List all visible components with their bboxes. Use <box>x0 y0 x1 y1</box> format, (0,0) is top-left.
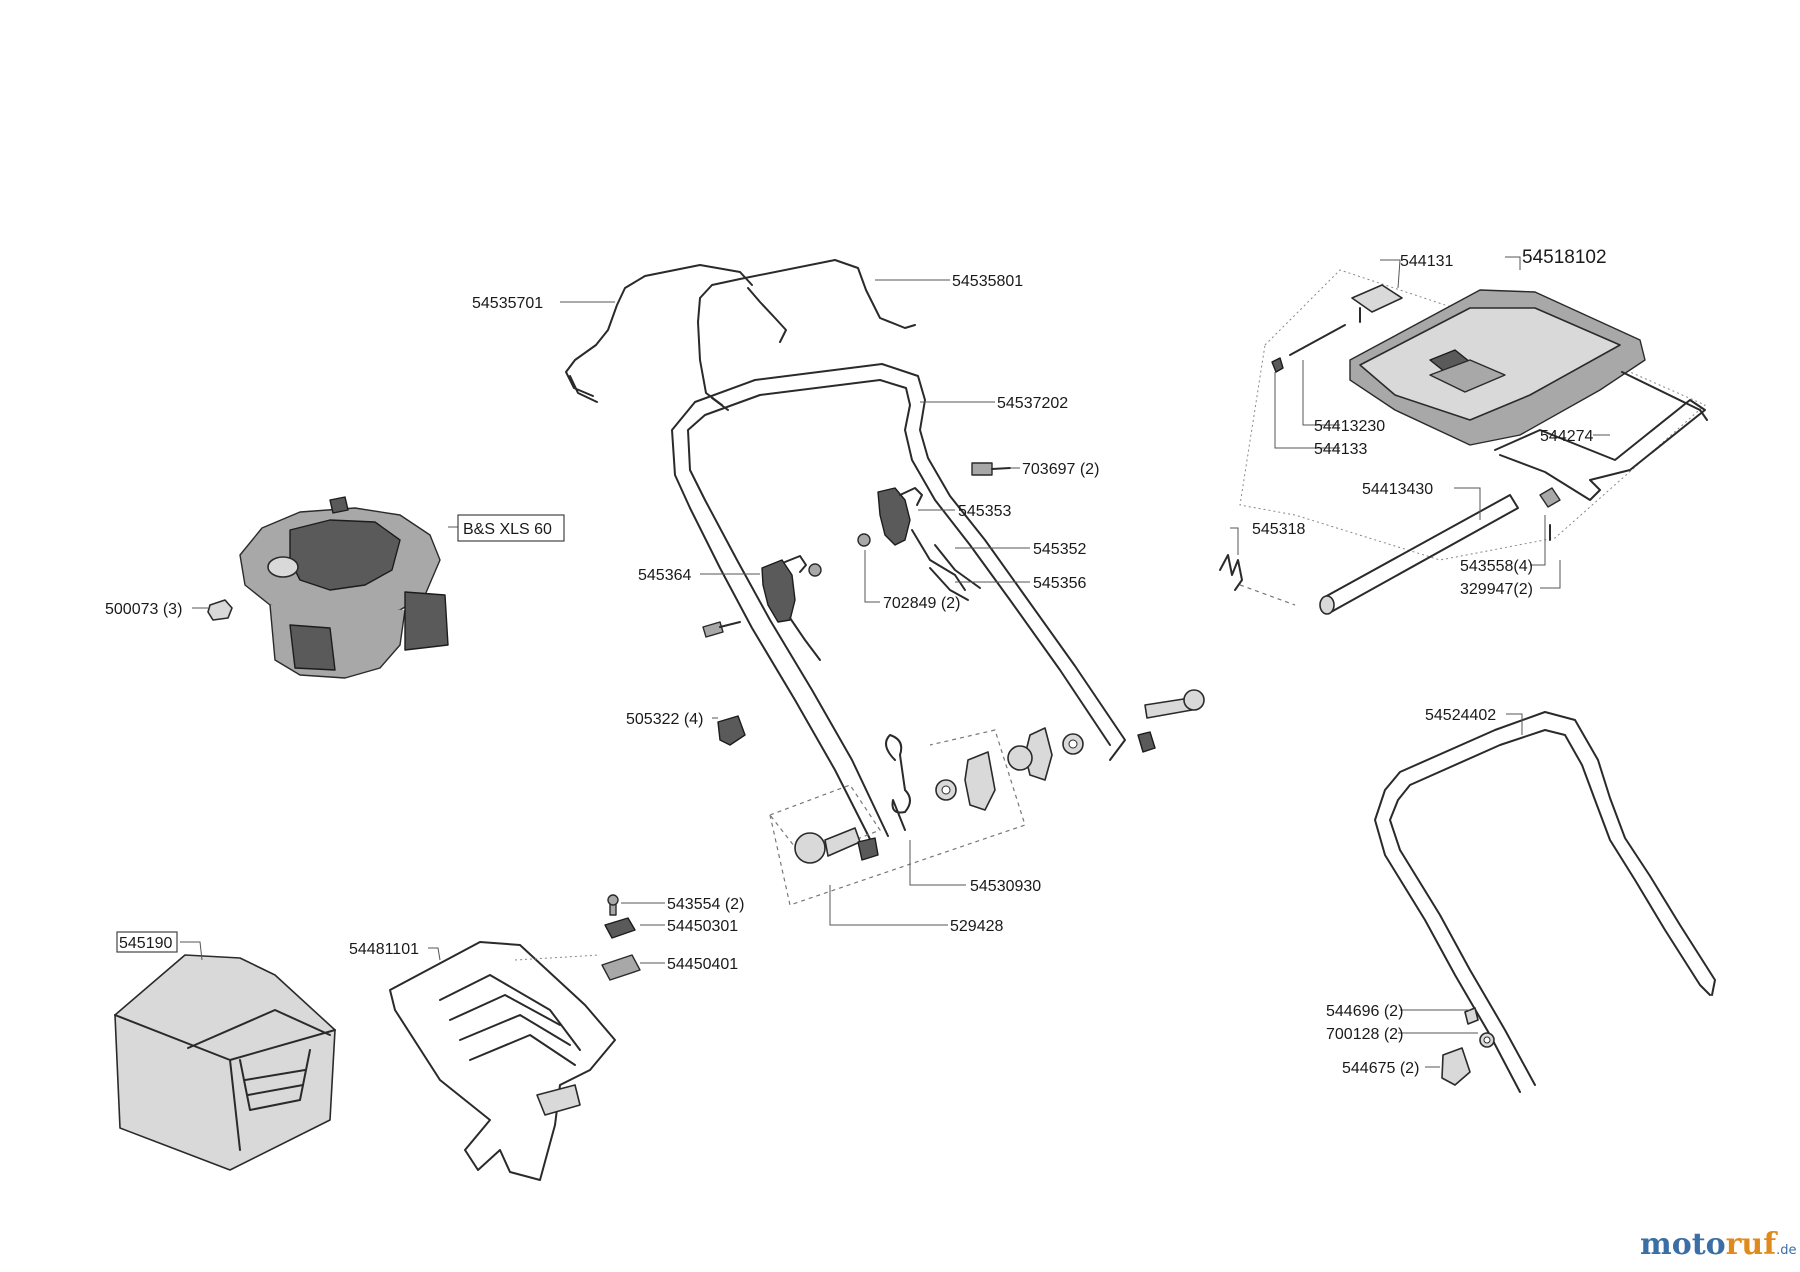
label-lever-545364: 545364 <box>638 567 691 584</box>
part-labels: 54535701 54535801 54537202 703697 (2) 54… <box>105 247 1607 1077</box>
pad-54450301-drawing <box>604 917 636 939</box>
label-axle-54413430: 54413430 <box>1362 481 1433 498</box>
label-engine: B&S XLS 60 <box>463 521 552 538</box>
label-upper-handle: 54537202 <box>997 395 1068 412</box>
leader-lines <box>180 256 1610 1068</box>
grass-bag-label-box <box>116 931 178 953</box>
motoruf-logo: motoruf.de <box>1640 1227 1797 1262</box>
label-grab-bar-left: 54535701 <box>472 295 543 312</box>
rear-cover-assembly <box>1219 269 1708 615</box>
label-knob-544675: 544675 (2) <box>1342 1060 1419 1077</box>
label-screw-329947: 329947(2) <box>1460 581 1533 598</box>
label-screw-703697: 703697 (2) <box>1022 461 1099 478</box>
grab-bar-right-drawing <box>697 259 916 406</box>
label-spring-545318: 545318 <box>1252 521 1305 538</box>
engine-assembly <box>207 496 449 679</box>
label-grab-bar-right: 54535801 <box>952 273 1023 290</box>
fastener-kit <box>717 689 1205 906</box>
label-screw-543558: 543558(4) <box>1460 558 1533 575</box>
label-pad-54450401: 54450401 <box>667 956 738 973</box>
logo-part-2: ruf <box>1726 1227 1779 1262</box>
upper-handle-drawing <box>687 379 1111 837</box>
label-kit-54530930: 54530930 <box>970 878 1041 895</box>
label-bag-frame: 54481101 <box>349 941 419 958</box>
grass-bag-drawing <box>114 954 336 1171</box>
label-kit-529428: 529428 <box>950 918 1003 935</box>
engine-label-box <box>457 514 565 542</box>
label-rod-54413230: 54413230 <box>1314 418 1385 435</box>
label-screw-543554: 543554 (2) <box>667 896 744 913</box>
knob-529428-drawing <box>794 832 826 864</box>
lower-handle-assembly <box>1374 711 1716 1093</box>
label-sticker-544131: 544131 <box>1400 253 1453 270</box>
rod-54413230-drawing <box>1289 324 1346 356</box>
label-nut-500073: 500073 (3) <box>105 601 182 618</box>
spring-clip-drawing <box>885 734 911 831</box>
rod-544274-drawing <box>1494 399 1706 501</box>
grab-bar-left-drawing <box>565 264 753 397</box>
label-cable-545356: 545356 <box>1033 575 1086 592</box>
logo-part-1: moto <box>1640 1227 1726 1262</box>
label-pad-54450301: 54450301 <box>667 918 738 935</box>
label-clip-544133: 544133 <box>1314 441 1367 458</box>
nut-500073-drawing <box>207 599 233 621</box>
label-cable-545352: 545352 <box>1033 541 1086 558</box>
lower-handle-drawing <box>1389 729 1711 1086</box>
knob-544675-drawing <box>1441 1047 1471 1086</box>
bolt-544696-drawing <box>1464 1007 1479 1025</box>
label-cover-assembly: 54518102 <box>1522 247 1607 268</box>
spring-545318-drawing <box>1219 554 1243 591</box>
lever-545353-drawing <box>877 487 911 546</box>
lever-545364-drawing <box>761 559 796 623</box>
sticker-544131-drawing <box>1351 284 1403 313</box>
label-nut-702849: 702849 (2) <box>883 595 960 612</box>
label-washer-700128: 700128 (2) <box>1326 1026 1403 1043</box>
clip-505322-drawing <box>717 715 746 746</box>
logo-suffix: .de <box>1776 1243 1796 1258</box>
bag-frame-drawing <box>389 941 616 1181</box>
label-rod-544274: 544274 <box>1540 428 1593 445</box>
pad-54450401-drawing <box>601 954 641 981</box>
label-lower-handle: 54524402 <box>1425 707 1496 724</box>
grass-bag-assembly <box>114 894 641 1181</box>
label-clip-505322: 505322 (4) <box>626 711 703 728</box>
svg-text:motoruf.de: motoruf.de <box>1640 1227 1797 1262</box>
label-bolt-544696: 544696 (2) <box>1326 1003 1403 1020</box>
label-grass-bag: 545190 <box>119 935 172 952</box>
screw-703697-drawing <box>971 462 993 476</box>
label-lever-545353: 545353 <box>958 503 1011 520</box>
